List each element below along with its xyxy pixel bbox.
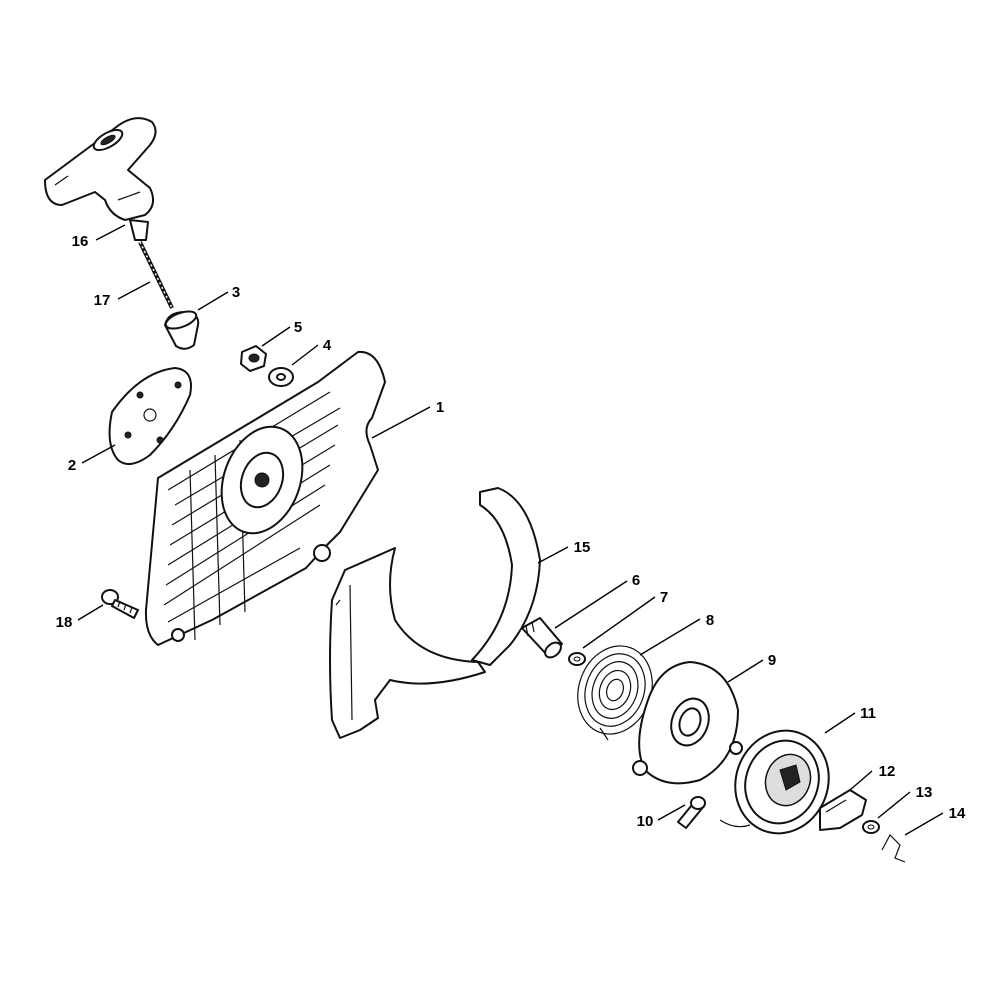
callout-4: 4 <box>323 337 332 354</box>
callout-14: 14 <box>949 805 966 822</box>
callout-11: 11 <box>860 705 876 722</box>
part-1-fan-housing <box>144 350 386 646</box>
callout-15: 15 <box>574 539 591 556</box>
callout-2: 2 <box>68 457 76 474</box>
callout-3: 3 <box>232 284 240 301</box>
callout-6: 6 <box>632 572 640 589</box>
callout-13: 13 <box>916 784 933 801</box>
callout-labels: 1 2 3 4 5 6 7 8 9 10 11 12 13 14 15 16 1… <box>56 233 966 830</box>
part-18-screw <box>101 589 139 619</box>
callout-18: 18 <box>56 614 73 631</box>
part-13-washer <box>862 820 880 834</box>
callout-5: 5 <box>294 319 302 336</box>
part-16-starter-grip <box>44 117 157 241</box>
part-3-rope-guide <box>164 310 200 350</box>
callout-16: 16 <box>72 233 89 250</box>
part-6-pin <box>521 617 563 659</box>
part-15-baffle <box>329 487 541 739</box>
callout-8: 8 <box>706 612 714 629</box>
part-8-rewind-spring <box>577 645 653 741</box>
part-17-starter-rope <box>138 241 174 309</box>
part-11-rope-rotor <box>719 729 830 835</box>
part-4-washer <box>268 367 294 387</box>
part-10-screw <box>677 796 706 829</box>
leader-lines <box>77 224 944 836</box>
callout-9: 9 <box>768 652 776 669</box>
callout-12: 12 <box>879 763 896 780</box>
part-12-pawl <box>819 789 867 831</box>
part-2-cover-plate <box>108 367 192 465</box>
callout-7: 7 <box>660 589 668 606</box>
part-14-spring-clip <box>881 834 906 863</box>
part-9-spring-housing <box>632 661 743 785</box>
callout-17: 17 <box>94 292 111 309</box>
callout-10: 10 <box>637 813 654 830</box>
callout-1: 1 <box>436 399 444 416</box>
part-7-ring <box>568 652 586 666</box>
part-5-nut <box>240 345 267 372</box>
